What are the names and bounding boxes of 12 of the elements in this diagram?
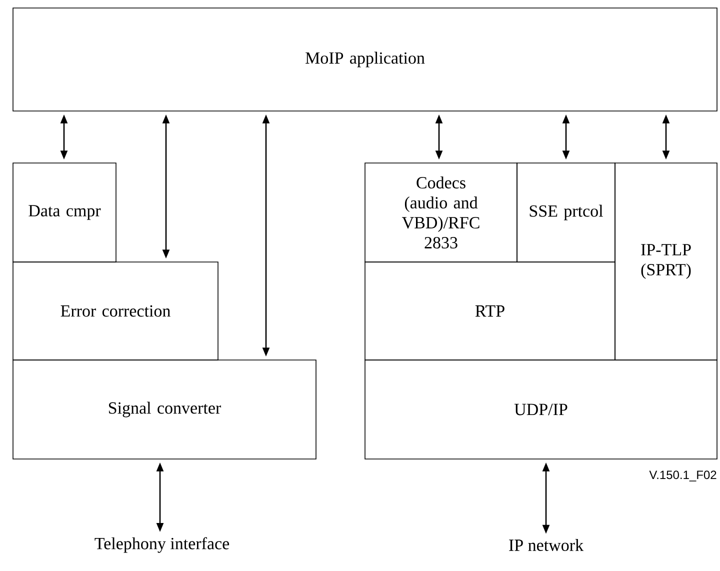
layer-box: MoIP application	[12, 8, 718, 112]
layer-box: UDP/IP	[364, 360, 718, 460]
layer-box: RTP	[364, 262, 616, 360]
figure-id: V.150.1_F02	[649, 470, 716, 482]
layer-box: IP-TLP (SPRT)	[614, 162, 718, 360]
layer-box: Error correction	[12, 262, 218, 360]
layer-box: Codecs (audio and VBD)/RFC 2833	[364, 162, 518, 262]
interface-label: Telephony interface	[94, 537, 230, 553]
layer-box: SSE prtcol	[516, 162, 616, 262]
interface-label: IP network	[509, 539, 584, 551]
layer-box: Data cmpr	[12, 162, 116, 262]
layer-box: Signal converter	[12, 360, 316, 460]
